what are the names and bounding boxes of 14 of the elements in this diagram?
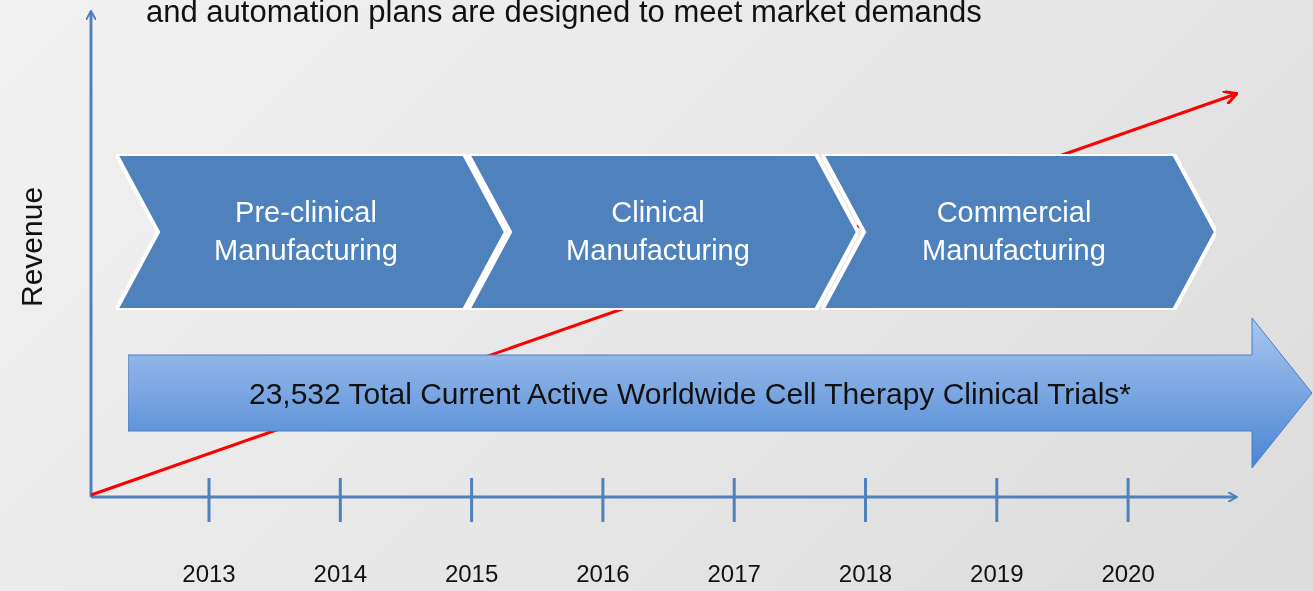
stage-label: Pre-clinical Manufacturing — [213, 195, 399, 268]
stage-label: Commercial Manufacturing — [921, 195, 1107, 268]
year-label: 2017 — [706, 560, 762, 588]
stage-label: Clinical Manufacturing — [565, 195, 751, 268]
arrow-label: 23,532 Total Current Active Worldwide Cell Therapy Clinical Trials* — [248, 375, 1132, 412]
year-label: 2020 — [1100, 560, 1156, 588]
year-label: 2014 — [312, 560, 368, 588]
year-label: 2018 — [837, 560, 894, 588]
year-label: 2019 — [969, 560, 1025, 588]
slide-title: and automation plans are designed to meet market demands — [146, 0, 982, 30]
axis-title: Revenue — [15, 187, 49, 307]
year-label: 2015 — [443, 560, 500, 588]
year-label: 2013 — [181, 560, 237, 588]
year-label: 2016 — [575, 560, 631, 588]
